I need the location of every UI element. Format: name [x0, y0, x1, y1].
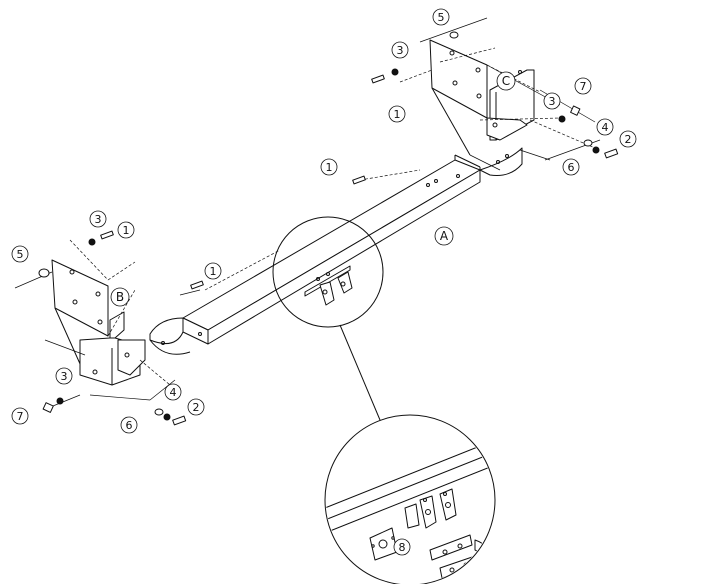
letter-label-a-0: A [434, 226, 454, 246]
part-callout-text: 4 [602, 121, 609, 134]
part-callout-ring [388, 105, 406, 123]
detail-circle [324, 414, 496, 584]
part-callout-text: 3 [95, 213, 102, 226]
part-callout-text: 2 [625, 133, 632, 146]
part-callout-ring [432, 8, 450, 26]
part-callout-ring [11, 407, 29, 425]
left-end-flange [149, 317, 184, 345]
part-callout-3-1: 3 [391, 41, 409, 59]
part-callout-7-16: 7 [11, 407, 29, 425]
part-callout-ring [596, 118, 614, 136]
part-callout-ring [393, 538, 411, 556]
part-callout-text: 8 [399, 541, 406, 554]
letter-label-ring [434, 226, 454, 246]
bolts [100, 74, 619, 426]
left-dashed-lines [69, 169, 421, 386]
letter-label-b-1: B [110, 287, 130, 307]
part-callout-1-8: 1 [320, 158, 338, 176]
part-callout-text: 5 [438, 11, 445, 24]
part-callout-3-13: 3 [55, 367, 73, 385]
crossbar [182, 154, 481, 345]
part-callout-ring [562, 158, 580, 176]
part-callout-text: 3 [549, 95, 556, 108]
right-end-flange [479, 147, 523, 176]
part-callout-ring [320, 158, 338, 176]
part-callout-7-3: 7 [574, 77, 592, 95]
part-callout-ring [187, 398, 205, 416]
letter-label-text: B [116, 290, 124, 304]
part-callout-ring [89, 210, 107, 228]
part-callout-text: 3 [397, 44, 404, 57]
part-callout-4-14: 4 [164, 383, 182, 401]
left-bracket [51, 259, 146, 386]
part-callout-text: 2 [193, 401, 200, 414]
part-callout-2-15: 2 [187, 398, 205, 416]
nuts-washers [38, 31, 600, 421]
part-callout-ring [204, 262, 222, 280]
part-callout-3-4: 3 [543, 92, 561, 110]
part-callout-3-9: 3 [89, 210, 107, 228]
part-callout-6-7: 6 [562, 158, 580, 176]
part-callout-text: 6 [126, 419, 133, 432]
part-callout-text: 1 [123, 224, 130, 237]
zoom-leader-line [339, 324, 381, 421]
part-callout-text: 1 [210, 265, 217, 278]
letter-label-ring [496, 71, 516, 91]
part-callout-8-18: 8 [393, 538, 411, 556]
part-callout-ring [117, 221, 135, 239]
part-callout-ring [391, 41, 409, 59]
right-bracket [429, 39, 535, 156]
part-callout-text: 7 [580, 80, 587, 93]
part-callout-5-0: 5 [432, 8, 450, 26]
part-callout-text: 6 [568, 161, 575, 174]
part-callout-text: 5 [17, 248, 24, 261]
letter-label-ring [110, 287, 130, 307]
part-callout-text: 1 [326, 161, 333, 174]
zoom-source-circle [272, 216, 384, 328]
part-callout-ring [120, 416, 138, 434]
part-callout-6-17: 6 [120, 416, 138, 434]
part-callout-ring [164, 383, 182, 401]
letter-label-c-2: C [496, 71, 516, 91]
letter-label-text: A [440, 229, 449, 243]
part-callout-text: 4 [170, 386, 177, 399]
part-callout-4-5: 4 [596, 118, 614, 136]
part-callout-text: 3 [61, 370, 68, 383]
part-callout-ring [619, 130, 637, 148]
part-callout-text: 1 [394, 108, 401, 121]
part-callout-5-11: 5 [11, 245, 29, 263]
part-callout-text: 7 [17, 410, 24, 423]
part-callout-ring [55, 367, 73, 385]
right-dashed-lines [399, 47, 596, 149]
part-callout-1-10: 1 [117, 221, 135, 239]
part-callout-2-6: 2 [619, 130, 637, 148]
part-callout-ring [11, 245, 29, 263]
part-callout-ring [543, 92, 561, 110]
part-callout-ring [574, 77, 592, 95]
part-callout-1-12: 1 [204, 262, 222, 280]
part-callout-1-2: 1 [388, 105, 406, 123]
letter-label-text: C [502, 74, 510, 88]
